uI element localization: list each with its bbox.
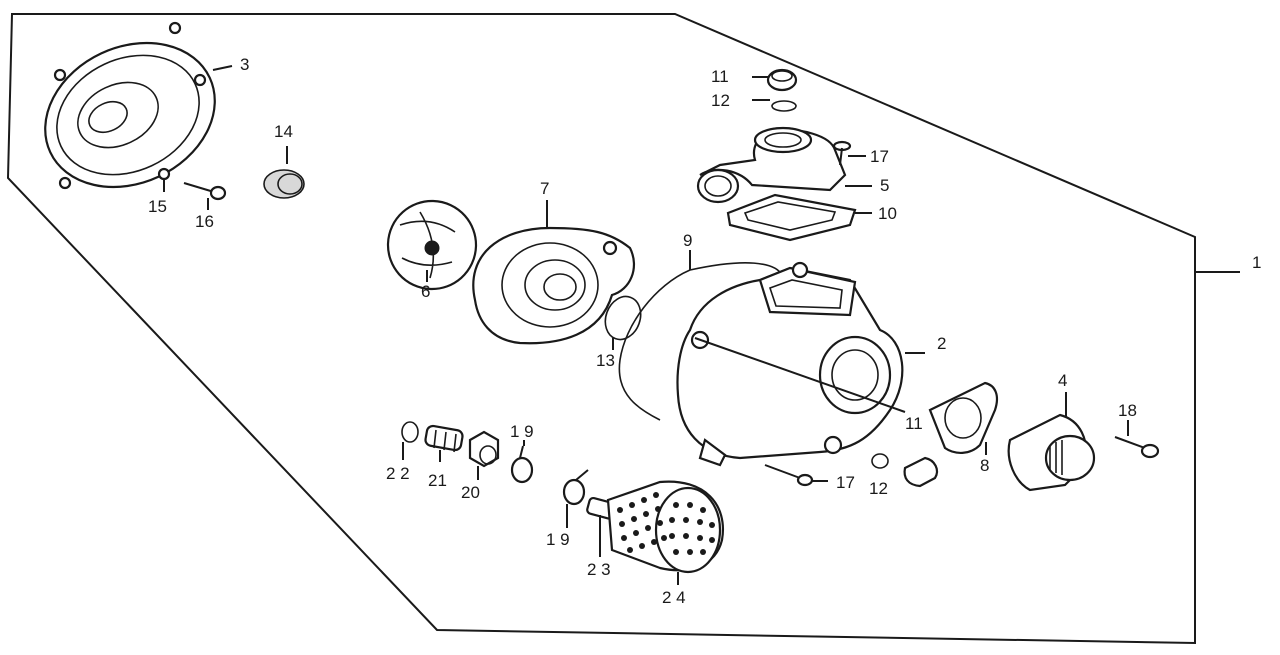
callout-18: 18 bbox=[1118, 401, 1137, 420]
part-3-cover bbox=[44, 21, 216, 190]
part-5-outlet-elbow bbox=[696, 126, 847, 204]
part-6-impeller bbox=[386, 199, 478, 291]
part-24-strainer bbox=[606, 480, 725, 574]
callout-9: 9 bbox=[683, 231, 692, 250]
part-14-plug bbox=[263, 169, 305, 199]
callout-11-top: 11 bbox=[711, 67, 729, 86]
assembly-boundary bbox=[6, 13, 1196, 645]
part-20-nut bbox=[468, 430, 500, 468]
callout-7: 7 bbox=[540, 179, 549, 198]
callout-15: 15 bbox=[148, 197, 167, 216]
part-10-gasket bbox=[726, 193, 857, 242]
callout-10: 10 bbox=[878, 204, 897, 223]
part-22-washer bbox=[401, 421, 419, 443]
callout-19-upper: 1 9 bbox=[510, 422, 534, 441]
part-2-pump-body bbox=[676, 261, 904, 467]
callout-21: 21 bbox=[428, 471, 447, 490]
callout-8: 8 bbox=[980, 456, 989, 475]
callout-22: 2 2 bbox=[386, 464, 410, 483]
leader-3 bbox=[212, 65, 233, 71]
callout-19-lower: 1 9 bbox=[546, 530, 570, 549]
callout-23: 2 3 bbox=[587, 560, 611, 579]
part-15-washer bbox=[157, 167, 171, 181]
callout-3: 3 bbox=[240, 55, 249, 74]
callout-11-body: 11 bbox=[905, 414, 923, 433]
part-11-cap bbox=[766, 68, 798, 92]
callout-12-top: 12 bbox=[711, 91, 730, 110]
callout-1: 1 bbox=[1252, 253, 1261, 272]
part-19-clamp-lower bbox=[562, 469, 589, 506]
part-4-drain-cap bbox=[1007, 413, 1096, 492]
callout-17-bottom: 17 bbox=[836, 473, 855, 492]
callout-20: 20 bbox=[461, 483, 480, 502]
part-small-cover bbox=[903, 456, 939, 488]
callout-6: 6 bbox=[421, 282, 430, 301]
callout-13: 13 bbox=[596, 351, 615, 370]
part-19-clamp-upper bbox=[510, 445, 534, 484]
part-17-bolt-top bbox=[832, 140, 852, 166]
part-21-fitting bbox=[424, 424, 464, 453]
part-16-bolt bbox=[183, 182, 227, 201]
part-12-washer-bottom bbox=[871, 453, 889, 469]
callout-2: 2 bbox=[937, 334, 946, 353]
callout-16: 16 bbox=[195, 212, 214, 231]
callout-4: 4 bbox=[1058, 371, 1067, 390]
part-8-plate bbox=[928, 381, 999, 454]
part-7-volute bbox=[472, 226, 635, 345]
callout-14: 14 bbox=[274, 122, 293, 141]
leader-11b bbox=[694, 337, 906, 413]
callout-24: 2 4 bbox=[662, 588, 686, 607]
callout-12-bottom: 12 bbox=[869, 479, 888, 498]
part-18-pin bbox=[1114, 436, 1160, 459]
callout-5: 5 bbox=[880, 176, 889, 195]
part-13-o-ring bbox=[604, 295, 642, 341]
part-9-gasket bbox=[618, 262, 783, 421]
callout-17-top: 17 bbox=[870, 147, 889, 166]
part-12-washer-top bbox=[771, 100, 797, 112]
part-17-bolt-bottom bbox=[764, 464, 814, 487]
